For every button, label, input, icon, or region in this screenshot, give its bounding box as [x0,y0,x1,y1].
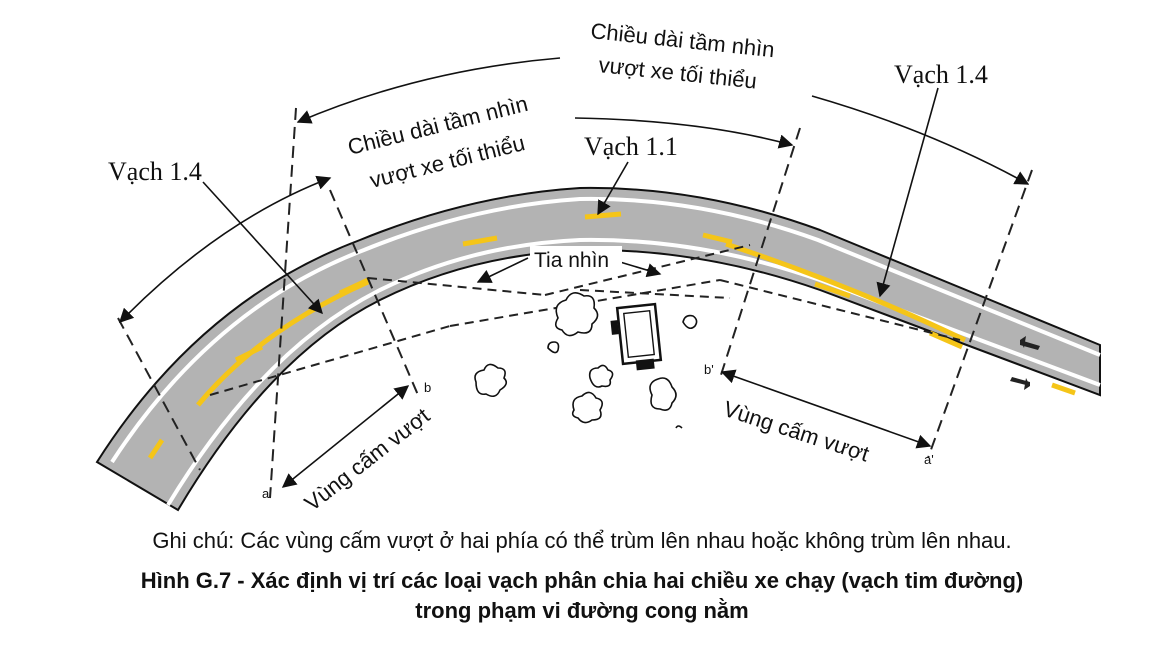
label-tia-nhin: Tia nhìn [534,249,609,272]
label-vach11: Vạch 1.1 [584,132,678,161]
label-sight-outer-2: vượt xe tối thiểu [597,52,758,93]
label-vach14-left: Vạch 1.4 [108,157,202,186]
dimension-arrows [118,57,1030,488]
label-point-b-prime: b' [704,362,714,377]
caption-line-2: trong phạm vi đường cong nằm [415,598,749,623]
truck-icon [610,302,663,371]
road [95,186,1101,512]
label-point-b: b [424,380,431,395]
bush-icon [474,292,698,429]
label-point-a: a [262,486,270,501]
direction-arrows [1010,336,1040,390]
label-no-pass-right: Vùng cấm vượt [720,396,872,467]
label-point-a-prime: a' [924,452,934,467]
caption-line-1: Hình G.7 - Xác định vị trí các loại vạch… [140,568,1024,593]
tia-nhin-box [530,246,622,272]
label-vach14-right: Vạch 1.4 [894,60,988,89]
center-markings [147,211,1076,460]
figure-note: Ghi chú: Các vùng cấm vượt ở hai phía có… [152,528,1012,553]
figure-caption: Hình G.7 - Xác định vị trí các loại vạch… [0,566,1164,626]
curve-diagram: Vạch 1.4 Vạch 1.4 Vạch 1.1 Chiều dài tầm… [95,18,1101,516]
